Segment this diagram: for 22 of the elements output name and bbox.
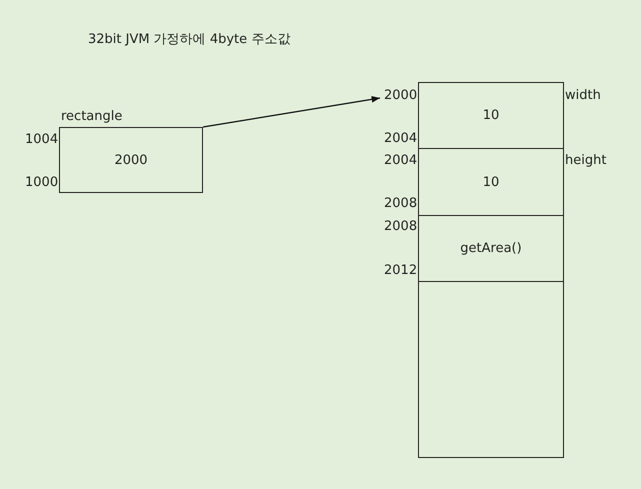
address-label: 2004 [384,131,418,147]
value-text: 2000 [114,152,148,168]
address-label: 2008 [384,196,418,212]
address-label: 2000 [384,88,418,104]
address-label: 2004 [384,153,418,169]
address-label: 1004 [25,132,58,148]
value-text: 10 [482,108,500,123]
field-name: height [565,153,606,169]
title: 32bit JVM 가정하에 4byte 주소값 [88,32,290,48]
arrow [202,96,380,128]
memory-cell [418,148,564,216]
field-name: width [565,88,601,104]
address-label: 2008 [384,219,418,235]
empty-memory-cell [418,281,564,458]
reference-box [59,127,203,193]
memory-cell [418,82,564,149]
value-text: 10 [482,174,500,190]
variable-name: rectangle [61,109,122,125]
value-text: getArea() [460,241,522,256]
memory-cell [418,215,564,282]
address-label: 1000 [25,175,58,191]
address-label: 2012 [384,263,418,279]
